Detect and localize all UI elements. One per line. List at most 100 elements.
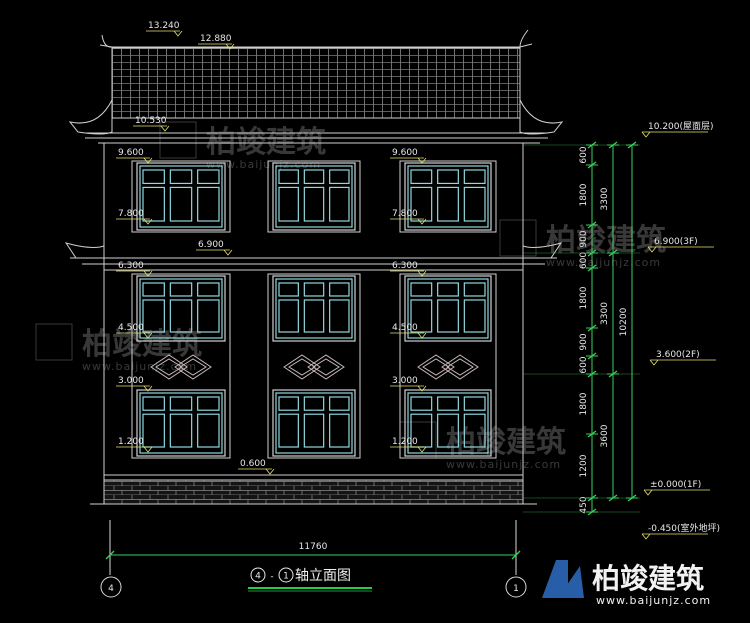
window-3f-center	[272, 162, 356, 231]
svg-text:www.baijunjz.com: www.baijunjz.com	[446, 458, 561, 471]
level-label: 7.800	[118, 209, 144, 219]
svg-text:柏竣建筑: 柏竣建筑	[592, 562, 704, 595]
ornament-left	[150, 354, 212, 380]
windows	[131, 160, 497, 459]
svg-text:www.baijunjz.com: www.baijunjz.com	[206, 158, 321, 171]
overall-dimension: 11760	[105, 520, 521, 575]
window-2f-left	[136, 275, 226, 342]
mid-eave-right	[522, 242, 563, 259]
level-label: 1.200	[392, 437, 418, 447]
level-marker-right-r6900: 6.900(3F)	[647, 237, 714, 253]
dim-label: 600	[579, 356, 589, 373]
level-marker-l7800a: 7.800	[116, 209, 153, 225]
axis-bubble-right: 1	[505, 576, 527, 598]
level-marker-l10530: 10.530	[133, 116, 170, 132]
dim-label: 900	[579, 230, 589, 247]
level-label: 0.600	[240, 459, 266, 469]
level-label: 6.300	[118, 261, 144, 271]
level-label: 4.500	[118, 323, 144, 333]
roof-eave-right	[519, 99, 564, 135]
level-marker-l1200a: 1.200	[116, 437, 153, 453]
overall-width-label: 11760	[299, 542, 328, 552]
level-marker-l6300a: 6.300	[116, 261, 153, 277]
level-label: ±0.000(1F)	[650, 480, 701, 490]
dimension-lines: 600 1800 900 600 1800 900 600 1800 1200 450 3300 33…	[523, 141, 640, 516]
svg-text:-: -	[270, 572, 273, 582]
watermark-logo-icon	[159, 121, 197, 159]
svg-text:www.baijunjz.com: www.baijunjz.com	[546, 256, 661, 269]
dim-label: 900	[579, 333, 589, 350]
level-marker-l6900: 6.900	[196, 240, 233, 256]
level-marker-l13240: 13.240	[146, 21, 183, 37]
watermark-logo-icon	[499, 219, 537, 257]
watermark-logo-icon	[399, 421, 437, 459]
level-label: 3.000	[118, 376, 144, 386]
level-label: 3.000	[392, 376, 418, 386]
svg-text:1: 1	[283, 572, 289, 582]
dim-label: 600	[579, 146, 589, 163]
level-marker-right-r3600: 3.600(2F)	[649, 350, 716, 366]
svg-text:柏竣建筑: 柏竣建筑	[446, 425, 566, 460]
level-label: 10.530	[135, 116, 167, 126]
level-label: 7.800	[392, 209, 418, 219]
level-marker-right-r10200: 10.200(屋面层)	[641, 121, 714, 138]
dim-label: 1800	[579, 183, 589, 206]
watermarks: 柏竣建筑 www.baijunjz.com 柏竣建筑 www.baijunjz.…	[35, 121, 711, 607]
axis-bubble-left: 4	[100, 576, 122, 598]
watermark-4: 柏竣建筑 www.baijunjz.com	[399, 421, 566, 471]
level-marker-right-r0450: -0.450(室外地坪)	[641, 522, 720, 540]
level-marker-right-r0000: ±0.000(1F)	[643, 480, 710, 496]
dim-label: 3300	[600, 187, 610, 210]
svg-text:www.baijunjz.com: www.baijunjz.com	[82, 360, 197, 373]
level-marker-l6300b: 6.300	[390, 261, 427, 277]
dim-label: 3600	[600, 424, 610, 447]
level-label: -0.450(室外地坪)	[648, 522, 720, 534]
mid-eave-left	[64, 242, 105, 259]
dim-label: 1200	[579, 454, 589, 477]
level-marker-l4500b: 4.500	[390, 323, 427, 339]
dim-label: 1800	[579, 286, 589, 309]
window-1f-right	[404, 389, 492, 457]
level-label: 9.600	[118, 148, 144, 158]
brand-logo-icon	[542, 560, 584, 598]
dim-label: 600	[579, 252, 589, 269]
ornament-right	[417, 354, 479, 380]
drawing-title-text: 轴立面图	[295, 568, 351, 584]
watermark-1: 柏竣建筑 www.baijunjz.com	[159, 121, 326, 171]
svg-text:柏竣建筑: 柏竣建筑	[546, 223, 666, 258]
window-3f-right	[404, 162, 492, 231]
brand-logo: 柏竣建筑 www.baijunjz.com	[542, 560, 711, 607]
dim-label: 450	[579, 496, 589, 513]
level-label: 4.500	[392, 323, 418, 333]
watermark-logo-icon	[35, 323, 73, 361]
level-markers-right: 10.200(屋面层) 6.900(3F) 3.600(2F) ±0.000(1F) -…	[641, 121, 720, 540]
roof-tiles	[111, 47, 521, 119]
dim-label-total: 10200	[619, 307, 629, 336]
level-label: 6.300	[392, 261, 418, 271]
watermark-3: 柏竣建筑 www.baijunjz.com	[35, 323, 202, 373]
svg-text:1: 1	[513, 584, 519, 594]
window-1f-center	[272, 389, 356, 457]
window-3f-left	[136, 162, 226, 231]
level-marker-l0600: 0.600	[238, 459, 275, 475]
level-marker-l9600b: 9.600	[390, 148, 427, 164]
window-1f-left	[136, 389, 226, 457]
svg-text:4: 4	[108, 584, 114, 594]
level-marker-l3000b: 3.000	[390, 376, 427, 392]
level-markers: 13.240 12.880 10.530 9.600 9.600 7.800 7.800 6.…	[116, 21, 427, 475]
level-marker-l1200b: 1.200	[390, 437, 427, 453]
level-label: 9.600	[392, 148, 418, 158]
dim-label: 3300	[600, 302, 610, 325]
level-label: 10.200(屋面层)	[648, 121, 714, 132]
level-label: 6.900(3F)	[654, 237, 698, 247]
watermark-2: 柏竣建筑 www.baijunjz.com	[499, 219, 666, 269]
level-label: 12.880	[200, 34, 232, 44]
svg-text:柏竣建筑: 柏竣建筑	[82, 327, 202, 362]
dim-label: 1800	[579, 392, 589, 415]
svg-text:柏竣建筑: 柏竣建筑	[206, 125, 326, 160]
level-marker-l7800b: 7.800	[390, 209, 427, 225]
level-marker-l3000a: 3.000	[116, 376, 153, 392]
drawing-title: 4 - 1 轴立面图	[248, 567, 372, 592]
svg-text:www.baijunjz.com: www.baijunjz.com	[596, 594, 711, 607]
